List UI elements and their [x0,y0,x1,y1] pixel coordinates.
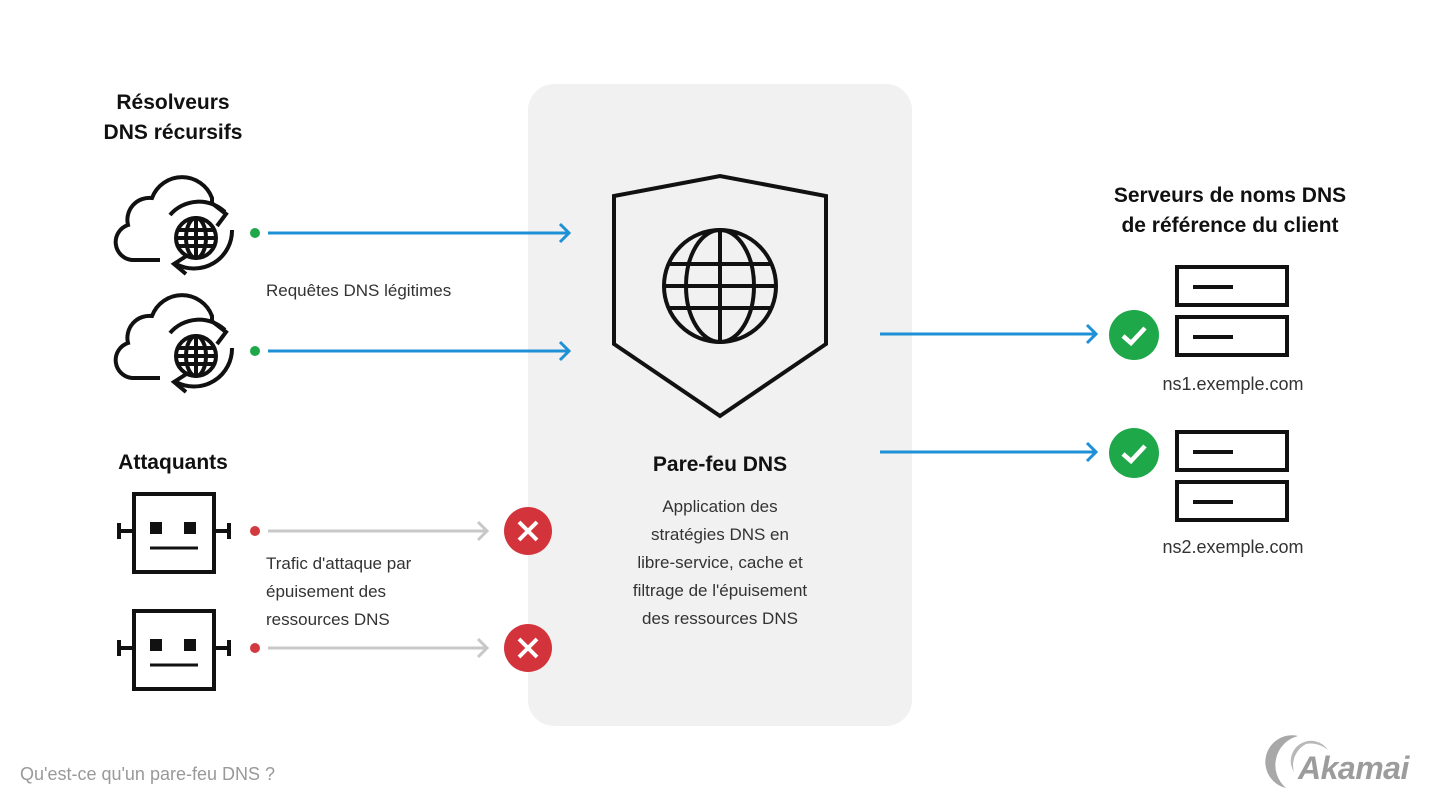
arrow-head-icon [558,340,572,362]
legit-source-dot [250,346,260,356]
firewall-panel [528,84,912,726]
resolvers-heading: Résolveurs DNS récursifs [73,88,273,148]
attackers-heading: Attaquants [118,451,228,474]
robot-icon [116,492,234,581]
akamai-logo-text: Akamai [1298,750,1409,786]
attack-traffic-label: Trafic d'attaque par épuisement des ress… [266,550,411,634]
attack-traffic-label-line3: ressources DNS [266,610,390,629]
name-servers-heading-line1: Serveurs de noms DNS [1113,184,1347,207]
attack-traffic-arrow [248,520,498,547]
legit-source-dot [250,228,260,238]
cloud-sync-globe-icon [110,160,240,280]
name-servers-heading-line2: de référence du client [1121,214,1339,237]
allowed-query-arrow [880,323,1100,350]
arrow-head-icon [476,520,490,542]
firewall-description-line: libre-service, cache et [637,553,803,572]
akamai-swoosh-icon [1265,735,1298,788]
allowed-query-arrow [880,441,1100,468]
name-servers-heading: Serveurs de noms DNS de référence du cli… [1080,181,1380,241]
check-circle-icon [1109,310,1159,365]
firewall-description-line: stratégies DNS en [651,525,789,544]
check-circle-icon [1109,428,1159,483]
arrow-head-icon [1085,323,1099,345]
firewall-description-line: filtrage de l'épuisement [632,581,808,600]
firewall-title: Pare-feu DNS [652,453,788,476]
legit-query-arrow [248,340,578,367]
attack-source-dot [250,643,260,653]
cloud-sync-globe-icon [110,278,240,398]
legit-query-arrow [248,222,578,249]
attack-traffic-label-line2: épuisement des [266,582,387,601]
attack-traffic-arrow [248,637,498,664]
robot-icon [116,609,234,698]
legit-queries-label: Requêtes DNS légitimes [266,281,452,300]
x-circle-icon [504,624,552,677]
server-name: ns2.exemple.com [1162,537,1304,557]
firewall-description-line: des ressources DNS [642,609,798,628]
server-icon [1175,265,1289,364]
attack-source-dot [250,526,260,536]
firewall-description: Application des stratégies DNS en libre-… [528,493,912,633]
firewall-description-line: Application des [662,497,778,516]
resolvers-heading-line1: Résolveurs [116,91,230,114]
arrow-head-icon [558,222,572,244]
arrow-head-icon [476,637,490,659]
server-name: ns1.exemple.com [1162,374,1304,394]
server-icon [1175,430,1289,529]
shield-globe-icon [612,173,828,423]
akamai-logo: Akamai [1265,732,1432,801]
footer-caption: Qu'est-ce qu'un pare-feu DNS ? [20,764,276,784]
x-circle-icon [504,507,552,560]
attack-traffic-label-line1: Trafic d'attaque par [266,554,412,573]
arrow-head-icon [1085,441,1099,463]
resolvers-heading-line2: DNS récursifs [103,121,243,144]
